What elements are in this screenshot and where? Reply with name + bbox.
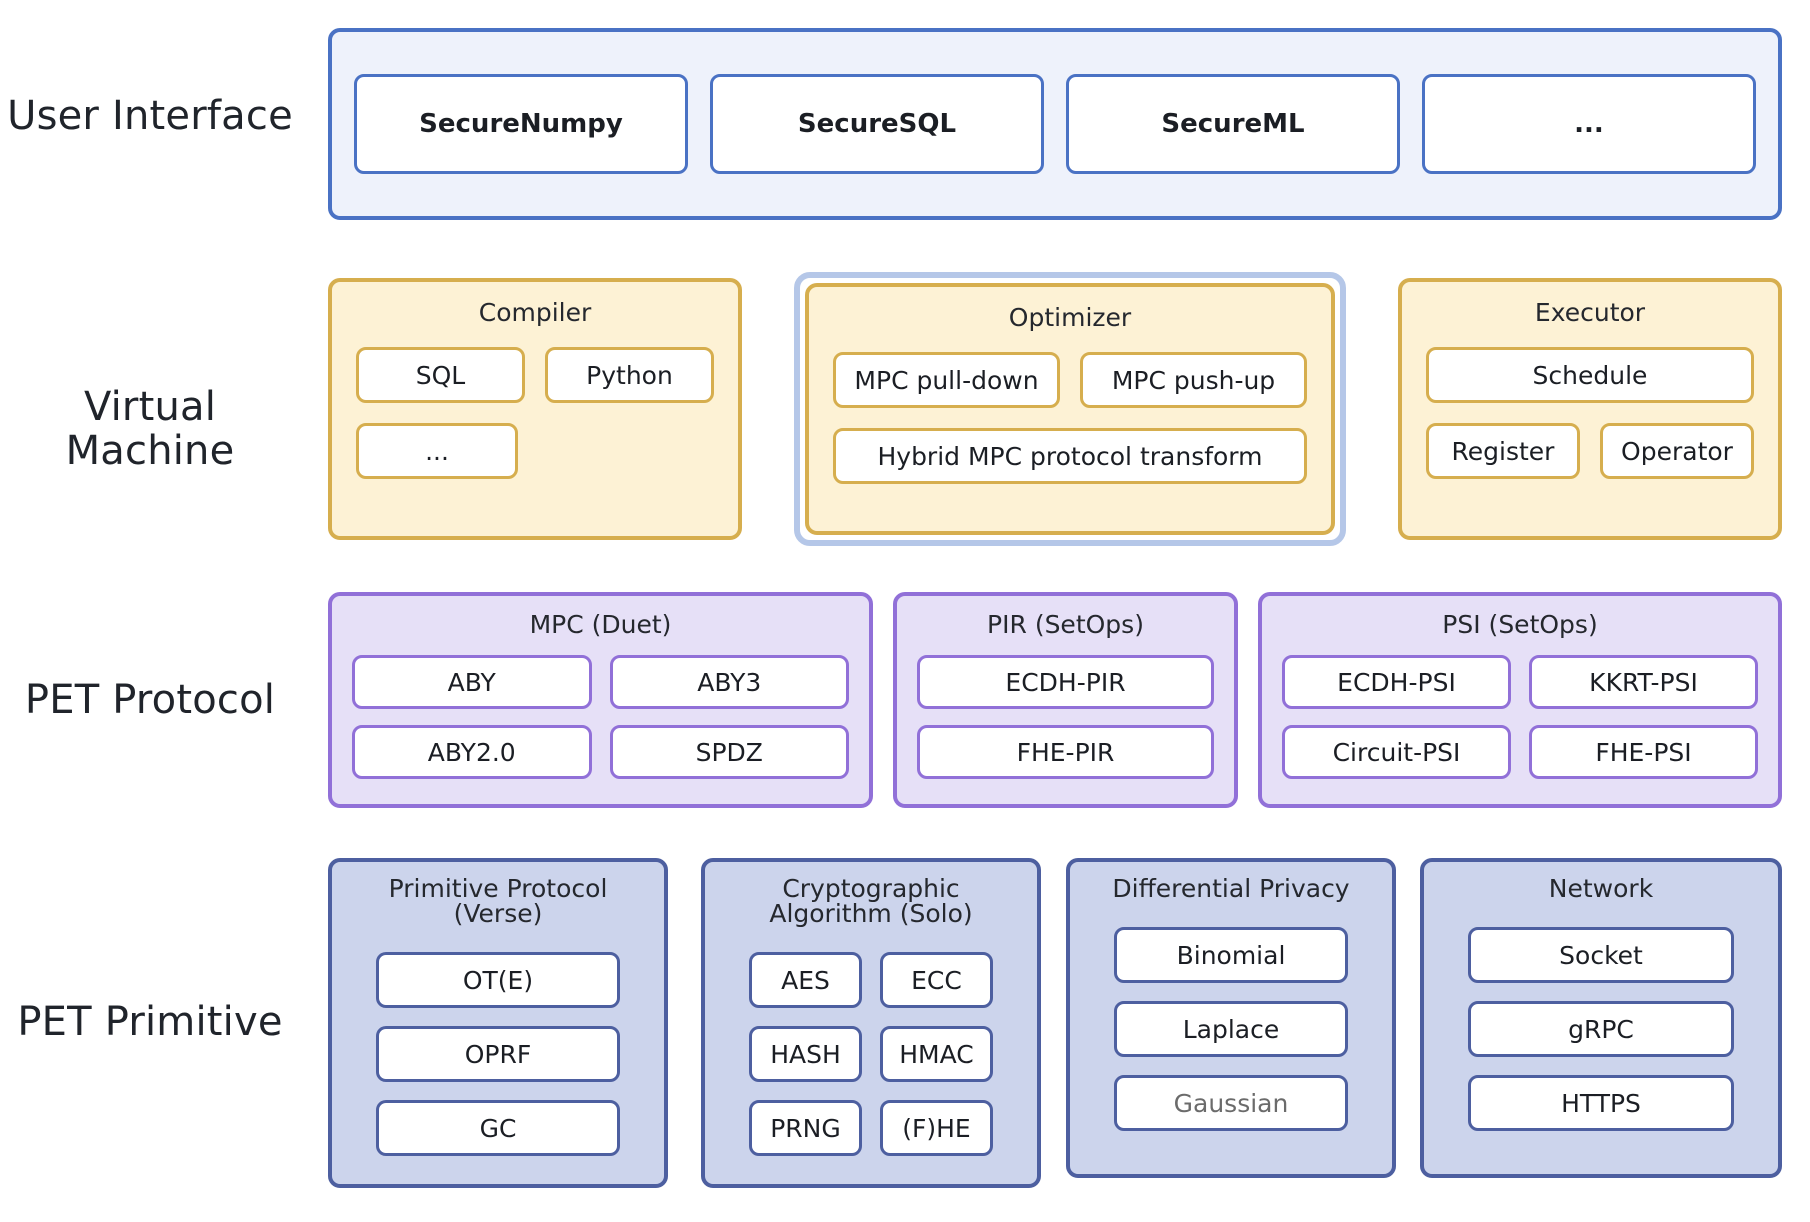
vm-group-compiler-title: Compiler xyxy=(478,298,592,327)
protocol-chip-ecdh-pir[interactable]: ECDH-PIR xyxy=(917,655,1214,709)
primitive-chip-grpc[interactable]: gRPC xyxy=(1468,1001,1734,1057)
vm-chip-more[interactable]: ... xyxy=(356,423,518,479)
primitive-chip-laplace[interactable]: Laplace xyxy=(1114,1001,1348,1057)
vm-group-optimizer-highlight[interactable]: Optimizer MPC pull-down MPC push-up Hybr… xyxy=(794,272,1346,546)
protocol-chip-ecdh-psi[interactable]: ECDH-PSI xyxy=(1282,655,1511,709)
primitive-chip-oprf[interactable]: OPRF xyxy=(376,1026,620,1082)
primitive-chip-aes[interactable]: AES xyxy=(749,952,862,1008)
vm-chip-register[interactable]: Register xyxy=(1426,423,1580,479)
primitive-chip-prng[interactable]: PRNG xyxy=(749,1100,862,1156)
protocol-chip-fhe-pir[interactable]: FHE-PIR xyxy=(917,725,1214,779)
virtual-machine-row: Compiler SQL Python ... Optimizer MPC pu… xyxy=(328,272,1782,546)
primitive-group-verse: Primitive Protocol (Verse) OT(E) OPRF GC xyxy=(328,858,668,1188)
vm-chip-sql[interactable]: SQL xyxy=(356,347,525,403)
primitive-group-network-title: Network xyxy=(1548,874,1654,903)
protocol-chip-aby3[interactable]: ABY3 xyxy=(609,655,849,709)
primitive-group-solo: Cryptographic Algorithm (Solo) AES ECC H… xyxy=(701,858,1041,1188)
protocol-group-pir: PIR (SetOps) ECDH-PIR FHE-PIR xyxy=(893,592,1238,808)
primitive-chip-binomial[interactable]: Binomial xyxy=(1114,927,1348,983)
vm-chip-mpc-push-up[interactable]: MPC push-up xyxy=(1080,352,1307,408)
vm-group-executor-title: Executor xyxy=(1534,298,1646,327)
protocol-chip-circuit-psi[interactable]: Circuit-PSI xyxy=(1282,725,1511,779)
vm-chip-schedule[interactable]: Schedule xyxy=(1426,347,1754,403)
ui-item-securenumpy[interactable]: SecureNumpy xyxy=(354,74,688,174)
protocol-group-pir-title: PIR (SetOps) xyxy=(987,610,1144,639)
primitive-chip-socket[interactable]: Socket xyxy=(1468,927,1734,983)
vm-group-compiler: Compiler SQL Python ... xyxy=(328,278,742,540)
primitive-group-verse-title: Primitive Protocol (Verse) xyxy=(388,874,608,928)
ui-item-securesql[interactable]: SecureSQL xyxy=(710,74,1044,174)
vm-group-optimizer: Optimizer MPC pull-down MPC push-up Hybr… xyxy=(805,283,1335,535)
protocol-group-mpc: MPC (Duet) ABY ABY3 ABY2.0 SPDZ xyxy=(328,592,873,808)
vm-chip-hybrid-mpc-protocol-transform[interactable]: Hybrid MPC protocol transform xyxy=(833,428,1307,484)
row-label-user-interface: User Interface xyxy=(7,93,293,139)
row-label-pet-protocol: PET Protocol xyxy=(24,677,276,723)
pet-primitive-row: Primitive Protocol (Verse) OT(E) OPRF GC… xyxy=(328,858,1782,1188)
vm-chip-operator[interactable]: Operator xyxy=(1600,423,1754,479)
protocol-group-psi-title: PSI (SetOps) xyxy=(1442,610,1598,639)
protocol-chip-fhe-psi[interactable]: FHE-PSI xyxy=(1529,725,1758,779)
primitive-group-solo-title: Cryptographic Algorithm (Solo) xyxy=(769,874,973,928)
row-label-virtual-machine: Virtual Machine xyxy=(65,384,235,474)
primitive-group-differential-privacy: Differential Privacy Binomial Laplace Ga… xyxy=(1066,858,1396,1178)
primitive-chip-gc[interactable]: GC xyxy=(376,1100,620,1156)
vm-chip-python[interactable]: Python xyxy=(545,347,714,403)
primitive-chip-ecc[interactable]: ECC xyxy=(880,952,993,1008)
primitive-chip-fhe[interactable]: (F)HE xyxy=(880,1100,993,1156)
protocol-chip-aby2[interactable]: ABY2.0 xyxy=(352,725,592,779)
ui-item-secureml[interactable]: SecureML xyxy=(1066,74,1400,174)
primitive-chip-https[interactable]: HTTPS xyxy=(1468,1075,1734,1131)
protocol-group-mpc-title: MPC (Duet) xyxy=(529,610,672,639)
protocol-chip-spdz[interactable]: SPDZ xyxy=(609,725,849,779)
vm-group-executor: Executor Schedule Register Operator xyxy=(1398,278,1782,540)
ui-item-more[interactable]: ... xyxy=(1422,74,1756,174)
protocol-chip-kkrt-psi[interactable]: KKRT-PSI xyxy=(1529,655,1758,709)
primitive-group-differential-privacy-title: Differential Privacy xyxy=(1112,874,1350,903)
row-label-pet-primitive: PET Primitive xyxy=(17,999,283,1045)
primitive-chip-hash[interactable]: HASH xyxy=(749,1026,862,1082)
primitive-group-network: Network Socket gRPC HTTPS xyxy=(1420,858,1782,1178)
protocol-chip-aby[interactable]: ABY xyxy=(352,655,592,709)
vm-chip-mpc-pull-down[interactable]: MPC pull-down xyxy=(833,352,1060,408)
primitive-chip-ot-e[interactable]: OT(E) xyxy=(376,952,620,1008)
user-interface-container: SecureNumpy SecureSQL SecureML ... xyxy=(328,28,1782,220)
protocol-group-psi: PSI (SetOps) ECDH-PSI KKRT-PSI Circuit-P… xyxy=(1258,592,1782,808)
user-interface-row: SecureNumpy SecureSQL SecureML ... xyxy=(328,28,1782,220)
vm-group-optimizer-title: Optimizer xyxy=(1008,303,1132,332)
pet-protocol-row: MPC (Duet) ABY ABY3 ABY2.0 SPDZ PIR (Set… xyxy=(328,592,1782,808)
primitive-chip-hmac[interactable]: HMAC xyxy=(880,1026,993,1082)
primitive-chip-gaussian[interactable]: Gaussian xyxy=(1114,1075,1348,1131)
